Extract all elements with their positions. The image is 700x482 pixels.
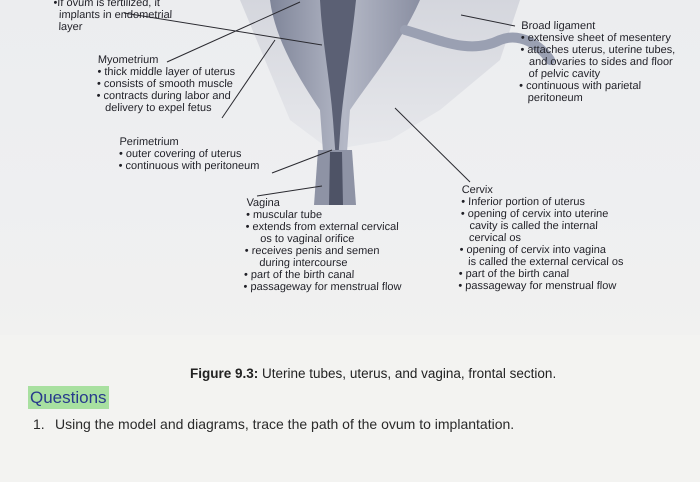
vagina-bullet: • receives penis and semen xyxy=(244,245,380,257)
implants-line-3: layer xyxy=(58,21,83,33)
vagina-label: Vagina • muscular tube • extends from ex… xyxy=(243,197,404,293)
perimetrium-bullet: • continuous with peritoneum xyxy=(118,160,260,172)
leader-lines xyxy=(123,1,516,197)
implants-line-1: •If ovum is fertilized, it xyxy=(53,0,161,9)
broad-ligament-bullet: peritoneum xyxy=(527,92,583,104)
vagina-bullet: • muscular tube xyxy=(245,209,323,221)
cervix-bullet: cavity is called the internal xyxy=(469,220,599,232)
figure-caption-label: Figure 9.3: xyxy=(190,366,259,381)
vagina-title: Vagina xyxy=(246,197,281,209)
questions-heading: Questions xyxy=(28,386,109,409)
question-number: 1. xyxy=(33,416,45,432)
perimetrium-title: Perimetrium xyxy=(119,136,179,148)
myometrium-bullet: • contracts during labor and xyxy=(96,90,231,102)
cervix-label: Cervix • Inferior portion of uterus • op… xyxy=(458,184,626,292)
broad-ligament-bullet: and ovaries to sides and floor xyxy=(528,56,673,68)
implants-label: •If ovum is fertilized, it implants in e… xyxy=(52,0,172,33)
perimetrium-label: Perimetrium • outer covering of uterus •… xyxy=(118,136,260,172)
perimetrium-bullet: • outer covering of uterus xyxy=(118,148,242,160)
uterine-cavity-shape xyxy=(320,0,356,175)
broad-ligament-title: Broad ligament xyxy=(521,20,596,32)
myometrium-bullet: • consists of smooth muscle xyxy=(96,78,234,90)
question-text: Using the model and diagrams, trace the … xyxy=(55,416,515,432)
cervix-bullet: • passageway for menstrual flow xyxy=(458,280,617,292)
broad-ligament-label: Broad ligament • extensive sheet of mese… xyxy=(519,20,677,104)
vagina-bullet: • passageway for menstrual flow xyxy=(243,281,402,293)
myometrium-bullet: • thick middle layer of uterus xyxy=(97,66,236,78)
myometrium-label: Myometrium • thick middle layer of uteru… xyxy=(96,54,236,114)
cervix-bullet: • opening of cervix into vagina xyxy=(459,244,607,256)
vagina-bullet: • extends from external cervical xyxy=(245,221,399,233)
cervix-bullet: • opening of cervix into uterine xyxy=(460,208,609,220)
vagina-bullet: during intercourse xyxy=(259,257,348,269)
cervix-bullet: cervical os xyxy=(468,232,522,244)
broad-ligament-bullet: • extensive sheet of mesentery xyxy=(520,32,672,44)
cervical-canal-shape xyxy=(329,152,343,205)
myometrium-title: Myometrium xyxy=(97,54,159,66)
figure-caption: Figure 9.3: Uterine tubes, uterus, and v… xyxy=(190,366,556,381)
vagina-bullet: • part of the birth canal xyxy=(243,269,355,281)
cervix-title: Cervix xyxy=(461,184,494,196)
implants-line-2: implants in endometrial xyxy=(58,9,173,21)
broad-ligament-bullet: of pelvic cavity xyxy=(528,68,601,80)
myometrium-bullet: delivery to expel fetus xyxy=(104,102,212,114)
broad-ligament-bullet: • continuous with parietal xyxy=(518,80,642,92)
figure-caption-text: Uterine tubes, uterus, and vagina, front… xyxy=(258,366,557,381)
cervix-bullet: is called the external cervical os xyxy=(467,256,624,268)
broad-ligament-bullet: • attaches uterus, uterine tubes, xyxy=(520,44,676,56)
uterus-body-shape xyxy=(270,0,420,180)
cervix-bullet: • Inferior portion of uterus xyxy=(461,196,586,208)
question-item: 1. Using the model and diagrams, trace th… xyxy=(33,416,514,432)
uterine-tube-shape xyxy=(400,25,555,65)
vagina-bullet: os to vaginal orifice xyxy=(260,233,355,245)
cervix-bullet: • part of the birth canal xyxy=(458,268,570,280)
anatomy-figure: •If ovum is fertilized, it implants in e… xyxy=(0,0,700,335)
uterus-illustration xyxy=(123,0,555,205)
